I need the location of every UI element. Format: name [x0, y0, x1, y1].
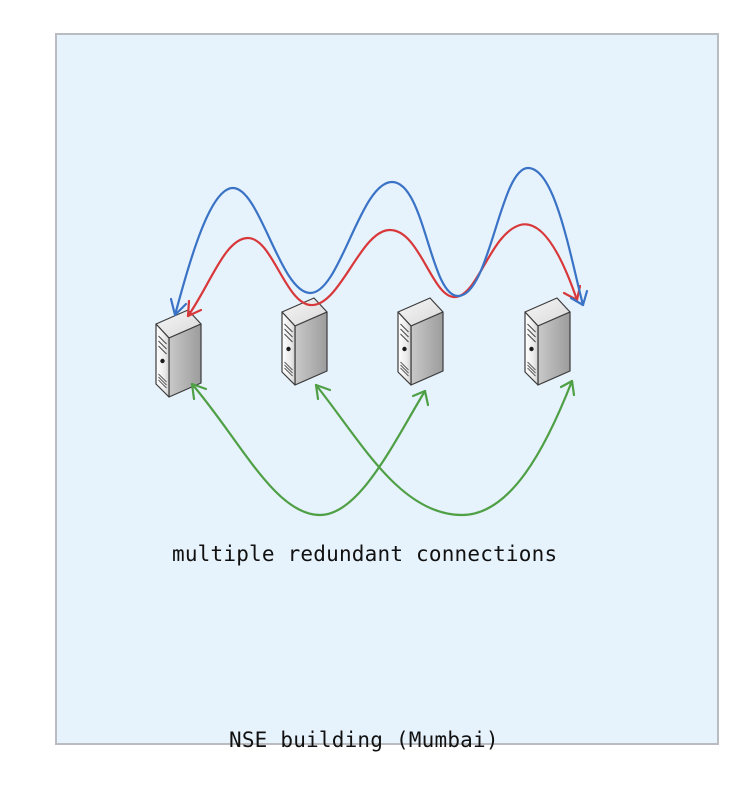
server-tower-icon [281, 297, 328, 386]
server-tower-icon [397, 297, 444, 386]
server-2 [281, 297, 328, 386]
red-connection-server-1-4 [186, 223, 582, 318]
container-label: NSE building (Mumbai) [229, 728, 499, 752]
diagram-caption: multiple redundant connections [172, 542, 558, 566]
server-4 [524, 297, 571, 386]
blue-connection-server-1-4 [169, 166, 589, 317]
green-connection-server-1-3 [190, 382, 430, 517]
green-connection-server-2-4 [314, 379, 576, 517]
server-3 [397, 297, 444, 386]
server-tower-icon [524, 297, 571, 386]
